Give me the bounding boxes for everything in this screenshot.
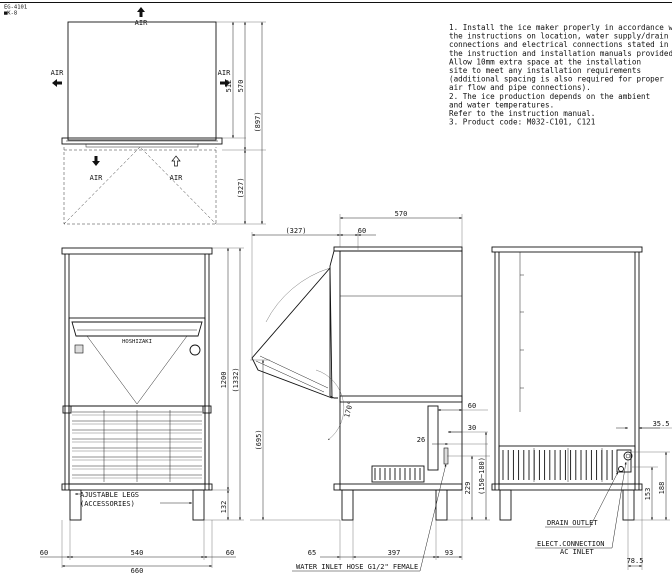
legs-label-1: AJUSTABLE LEGS [80, 491, 139, 499]
front-button-icon [74, 344, 84, 354]
legs-label-2: (ACCESSORIES) [80, 500, 135, 508]
drain-outlet-icon [618, 466, 624, 472]
note-line: 2. The ice production depends on the amb… [449, 92, 650, 101]
dim-540: 540 [131, 549, 144, 557]
side-louvers [371, 465, 425, 483]
front-leg-left [69, 489, 82, 521]
side-door-swing [251, 266, 333, 399]
side-dim-30: 30 [468, 424, 476, 432]
dim-35-5: 35.5 [653, 420, 670, 428]
air-arrow-up-outline-icon [171, 155, 181, 167]
note-line: 1. Install the ice maker properly in acc… [449, 23, 672, 32]
side-dim-60-mid: 60 [468, 402, 476, 410]
dim-1200: 1200 [220, 372, 228, 389]
top-view: AIR AIR AIR AIR AIR 512 570 (897) (327) [51, 7, 266, 225]
side-dim-60-top: 60 [358, 227, 366, 235]
air-arrow-left-icon [52, 79, 62, 87]
elect-connection-label: ELECT.CONNECTION [537, 540, 604, 548]
dim-397: 397 [388, 549, 401, 557]
dim-188: 188 [658, 482, 666, 495]
front-bin-door [68, 317, 206, 407]
dim-60-left: 60 [40, 549, 48, 557]
note-line: 3. Product code: M032-C101, C121 [449, 118, 596, 127]
notes-block: 1. Install the ice maker properly in acc… [449, 23, 672, 127]
dim-150-180: (150~180) [478, 457, 486, 495]
side-dim-327: (327) [285, 227, 306, 235]
dim-1332: (1332) [232, 367, 240, 392]
dim-660: 660 [131, 567, 144, 575]
top-view-cabinet [67, 21, 217, 141]
dim-65: 65 [308, 549, 316, 557]
air-label-down: AIR [90, 174, 103, 182]
dim-695: (695) [255, 429, 263, 450]
side-dim-570: 570 [395, 210, 408, 218]
air-label-left: AIR [51, 69, 64, 77]
note-line: air flow and pipe connections). [449, 83, 591, 92]
front-door-handle [71, 321, 203, 337]
door-swing-diagonal [63, 146, 217, 225]
note-line: site to meet any installation requiremen… [449, 66, 641, 75]
side-dim-26: 26 [417, 436, 425, 444]
dim-229: 229 [464, 482, 472, 495]
dim-60-right: 60 [226, 549, 234, 557]
air-arrow-down-icon [92, 156, 100, 166]
dim-512: 512 [225, 80, 233, 93]
dim-570: 570 [237, 80, 245, 93]
drawing-number: EG-4101 [4, 5, 27, 11]
side-louver-box [371, 465, 425, 483]
brand-label: HOSHIZAKI [122, 339, 152, 345]
dim-170: 170° [343, 400, 355, 418]
air-arrow-right-icon [220, 79, 230, 87]
front-louvers [72, 410, 202, 482]
front-view: HOSHIZAKI AJUSTABLE LEGS (ACCESSORIES) 1… [40, 247, 244, 575]
dim-897: (897) [254, 111, 262, 132]
dim-93: 93 [445, 549, 453, 557]
ac-inlet-label: AC INLET [560, 548, 595, 556]
air-arrow-up-icon [137, 7, 145, 17]
note-line: (additional spacing is also required for… [449, 75, 664, 84]
side-view: 170° 570 (327) 60 (695) 60 30 [250, 210, 490, 572]
note-line: the instruction and installation manuals… [449, 49, 672, 58]
rear-louvers [502, 448, 613, 482]
door-swing-outline [63, 147, 217, 225]
dim-78-5: 78.5 [627, 557, 644, 565]
note-line: Refer to the instruction manual. [449, 109, 595, 118]
dim-153: 153 [644, 488, 652, 501]
front-leg-right [192, 489, 205, 521]
note-line: connections and electrical connections s… [449, 40, 668, 49]
air-label-right: AIR [218, 69, 231, 77]
air-label-top: AIR [135, 19, 148, 27]
dim-132: 132 [220, 501, 228, 514]
note-line: and water temperatures. [449, 100, 554, 109]
front-knob-icon [189, 344, 201, 356]
drawing-revision: ■K-8 [4, 11, 17, 17]
note-line: Allow 10mm extra space at the installati… [449, 57, 641, 66]
dim-327: (327) [237, 177, 245, 198]
air-label-up: AIR [170, 174, 183, 182]
note-line: the instructions on location, water supp… [449, 32, 668, 41]
rear-view: 35.5 153 188 78.5 DRAIN OUTLET ELECT.CON… [491, 246, 672, 570]
water-inlet-label: WATER INLET HOSE G1/2" FEMALE [296, 563, 418, 571]
drain-outlet-label: DRAIN OUTLET [547, 519, 598, 527]
